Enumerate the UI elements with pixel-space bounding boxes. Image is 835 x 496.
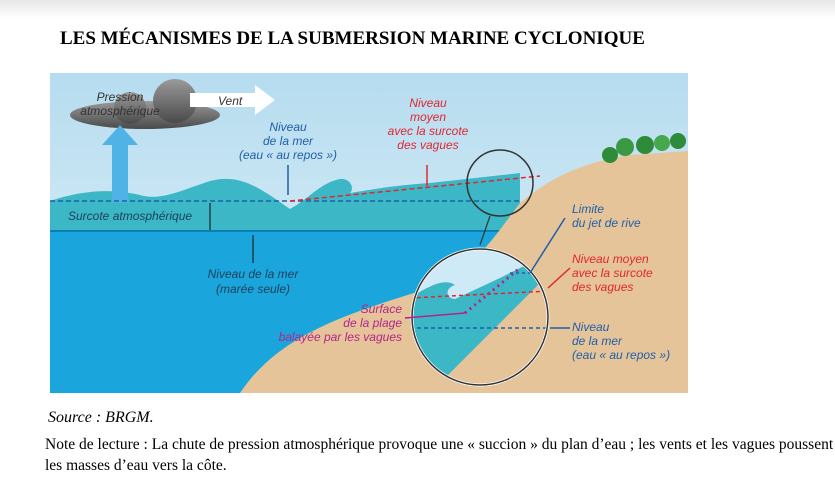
niveau-moyen2-1: Niveau moyen xyxy=(572,252,649,266)
arrow-icon xyxy=(547,267,571,289)
trees xyxy=(602,133,686,163)
mean-level-dashed xyxy=(289,175,541,202)
maree-label-2: (marée seule) xyxy=(216,282,290,296)
niveau-moyen2-2: avec la surcote xyxy=(572,266,653,280)
surface-label-2: de la plage xyxy=(343,316,402,330)
vent-label: Vent xyxy=(218,94,243,108)
niveau-repos-3: (eau « au repos ») xyxy=(239,148,337,162)
niveau-moyen2-3: des vagues xyxy=(572,280,633,294)
arrow-icon xyxy=(529,217,566,274)
surcote-label: Surcote atmosphérique xyxy=(68,209,192,223)
niveau-moyen-3: avec la surcote xyxy=(388,124,469,138)
niveau-moyen-1: Niveau xyxy=(409,96,447,110)
niveau-repos2-2: de la mer xyxy=(572,334,623,348)
limite-label-2: du jet de rive xyxy=(572,216,641,230)
top-shadow xyxy=(0,0,835,18)
arrow-right-icon xyxy=(404,312,466,319)
pression-label-2: atmosphérique xyxy=(80,104,160,118)
submersion-diagram: Pression atmosphérique Vent Niveau de la… xyxy=(50,73,688,393)
maree-label-1: Niveau de la mer xyxy=(208,267,300,281)
niveau-repos2-1: Niveau xyxy=(572,320,610,334)
surcote-band xyxy=(50,173,520,231)
niveau-moyen-4: des vagues xyxy=(397,138,458,152)
pressure-arrow xyxy=(102,125,138,203)
niveau-repos-1: Niveau xyxy=(269,120,307,134)
surface-label-1: Surface xyxy=(361,302,403,316)
zoom-arrow xyxy=(479,215,491,246)
limite-label-1: Limite xyxy=(572,202,604,216)
reading-note: Note de lecture : La chute de pression a… xyxy=(45,436,834,474)
source-caption: Source : BRGM. xyxy=(48,409,154,426)
niveau-repos-2: de la mer xyxy=(263,134,314,148)
cloud-icon xyxy=(70,79,220,129)
zoom-circle-detail xyxy=(412,249,548,385)
niveau-moyen-2: moyen xyxy=(410,110,446,124)
wind-arrow xyxy=(190,85,275,115)
surface-label-3: balayée par les vagues xyxy=(279,330,402,344)
document-title: LES MÉCANISMES DE LA SUBMERSION MARINE C… xyxy=(60,28,645,49)
pression-label-1: Pression xyxy=(97,90,144,104)
niveau-repos2-3: (eau « au repos ») xyxy=(572,348,670,362)
zoom-circle-small xyxy=(466,149,534,217)
